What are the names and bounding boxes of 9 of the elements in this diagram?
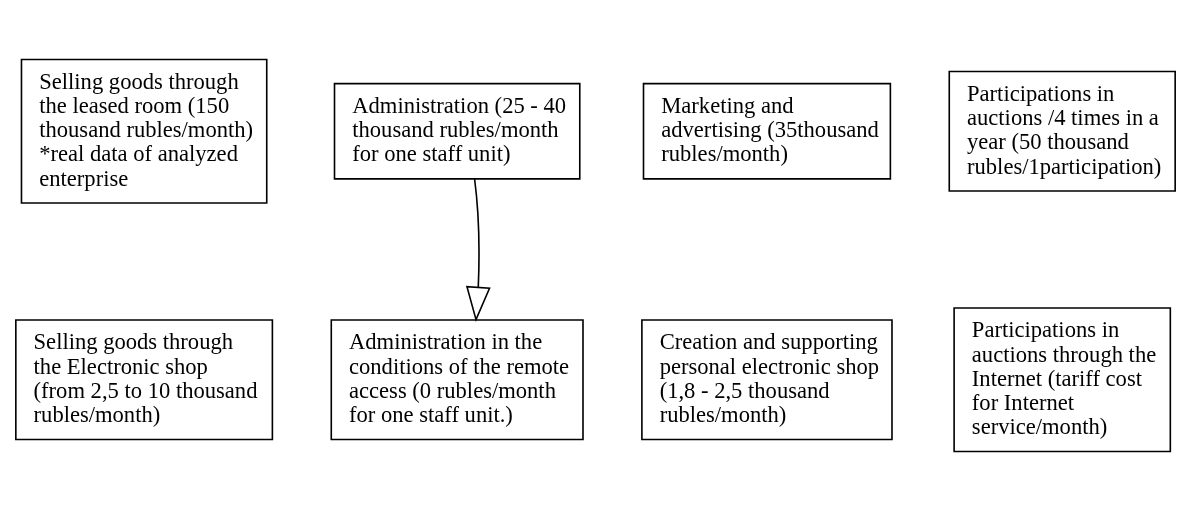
- node-box: Participations in auctions /4 times in a year (50 thousand rubles/1participation): [948, 70, 1176, 192]
- node-box: Administration (25 - 40 thousand rubles/month for one staff unit): [333, 82, 581, 180]
- node-box: Selling goods through the Electronic shop (from 2,5 to 10 thousand rubles/month): [15, 318, 274, 440]
- node-box: Administration in the conditions of the remote access (0 rubles/month for one staff unit.): [330, 318, 584, 440]
- arrow: [465, 177, 491, 322]
- node-box: Creation and supporting personal electronic shop (1,8 - 2,5 thousand rubles/month): [641, 318, 893, 440]
- node-box: Participations in auctions through the Internet (tariff cost for Internet service/month): [953, 306, 1172, 452]
- node-box: Marketing and advertising (35thousand rubles/month): [642, 82, 892, 180]
- node-box: Selling goods through the leased room (150 thousand rubles/month) *real data of analyzed enterprise: [20, 58, 268, 204]
